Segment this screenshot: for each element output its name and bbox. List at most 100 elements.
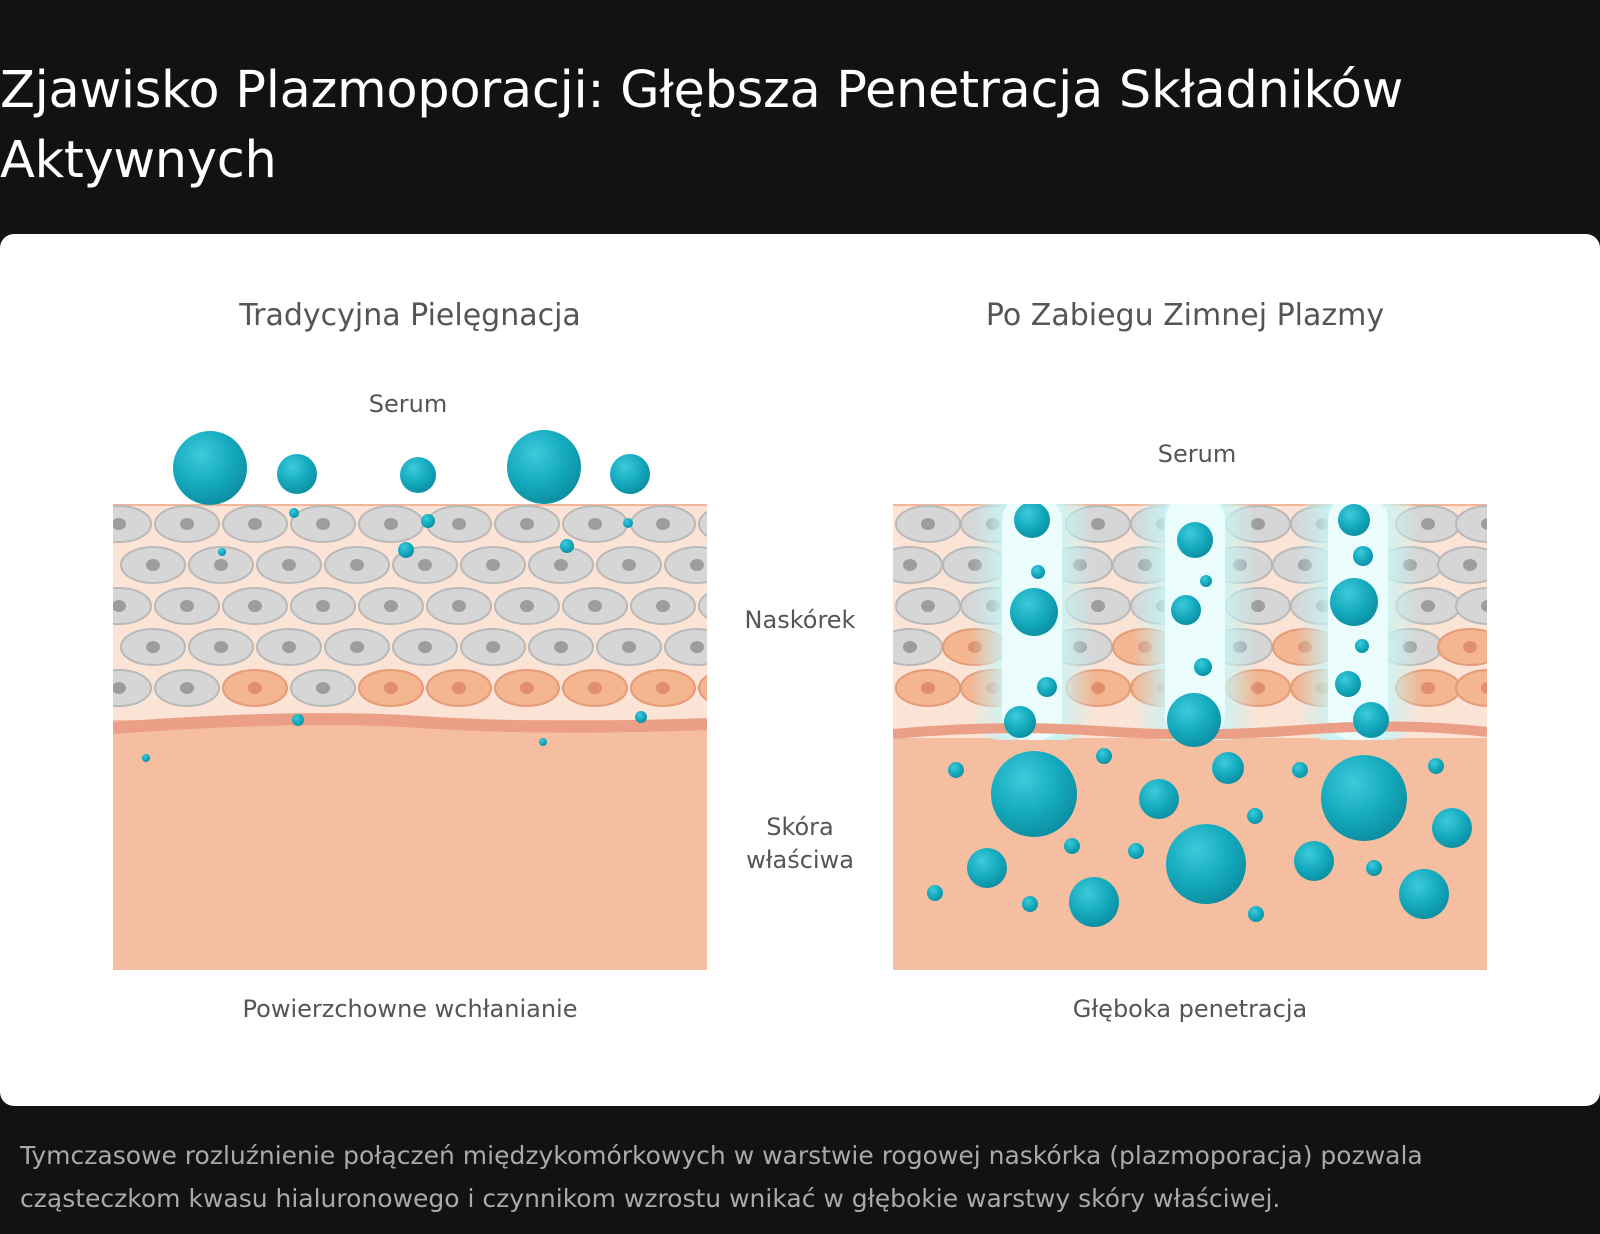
serum-droplet (1355, 639, 1369, 653)
epidermis-cell (733, 547, 797, 583)
epidermis-cell (562, 505, 628, 543)
serum-droplet (1321, 755, 1407, 841)
serum-droplet (1353, 702, 1389, 738)
left-skin-panel (113, 504, 797, 970)
epidermis-cell (733, 629, 797, 665)
serum-droplet (1171, 595, 1201, 625)
epidermis-cell (630, 587, 696, 625)
epidermis-cell (426, 587, 492, 625)
plasmoporation-diagram: Tradycyjna Pielęgnacja Po Zabiegu Zimnej… (113, 298, 1487, 1023)
right-serum-drops (927, 504, 1472, 927)
epidermis-cell (494, 505, 560, 543)
epidermis-cell (358, 669, 424, 707)
serum-droplet (1399, 869, 1449, 919)
serum-droplet (173, 431, 247, 505)
epidermis-cell (290, 505, 356, 543)
epidermis-cell (528, 546, 594, 584)
serum-droplet (1432, 808, 1472, 848)
serum-droplet (1004, 706, 1036, 738)
epidermis-cell (290, 669, 356, 707)
serum-droplet (1428, 758, 1444, 774)
epidermis-cell (392, 628, 458, 666)
serum-droplet (1139, 779, 1179, 819)
epidermis-label: Naskórek (745, 606, 856, 634)
serum-droplet (142, 754, 150, 762)
serum-droplet (1022, 896, 1038, 912)
left-heading: Tradycyjna Pielęgnacja (238, 298, 581, 333)
serum-droplet (948, 762, 964, 778)
dermis-label-line1: Skóra (766, 813, 834, 841)
page-title: Zjawisko Plazmoporacji: Głębsza Penetrac… (0, 61, 1404, 190)
serum-droplet (610, 454, 650, 494)
epidermis-cell (324, 628, 390, 666)
left-dermis (113, 718, 707, 970)
epidermis-cell (494, 669, 560, 707)
epidermis-cell (358, 505, 424, 543)
epidermis-cell (893, 546, 943, 584)
serum-droplet (967, 848, 1007, 888)
serum-droplet (1096, 748, 1112, 764)
epidermis-cell (1455, 505, 1487, 543)
diagram-card: Tradycyjna Pielęgnacja Po Zabiegu Zimnej… (0, 234, 1600, 1106)
serum-droplet (277, 454, 317, 494)
serum-droplet (1177, 522, 1213, 558)
epidermis-cell (256, 628, 322, 666)
serum-droplet (539, 738, 547, 746)
serum-droplet (1366, 860, 1382, 876)
epidermis-cell (324, 546, 390, 584)
epidermis-cell (120, 628, 186, 666)
left-basement-membrane (113, 713, 707, 734)
epidermis-cell (528, 628, 594, 666)
serum-droplet (1353, 546, 1373, 566)
epidermis-cell (358, 587, 424, 625)
serum-droplet (1335, 671, 1361, 697)
serum-droplet (1166, 824, 1246, 904)
left-serum-label: Serum (369, 390, 447, 418)
epidermis-cell (630, 505, 696, 543)
epidermis-cell (562, 587, 628, 625)
serum-droplet (398, 542, 414, 558)
right-heading: Po Zabiegu Zimnej Plazmy (986, 298, 1384, 333)
caption: Tymczasowe rozluźnienie połączeń międzyk… (20, 1141, 1423, 1213)
epidermis-cell (188, 546, 254, 584)
epidermis-cell (1455, 587, 1487, 625)
epidermis-cell (154, 669, 220, 707)
left-serum-drops (142, 430, 650, 762)
epidermis-cell (596, 628, 662, 666)
serum-droplet (635, 711, 647, 723)
epidermis-cell (1455, 669, 1487, 707)
serum-droplet (1248, 906, 1264, 922)
right-bottom-label: Głęboka penetracja (1073, 995, 1307, 1023)
epidermis-cell (426, 669, 492, 707)
serum-droplet (1330, 578, 1378, 626)
serum-droplet (1069, 877, 1119, 927)
serum-droplet (1294, 841, 1334, 881)
epidermis-cell (222, 669, 288, 707)
serum-droplet (623, 518, 633, 528)
dermis-label-line2: właściwa (746, 846, 854, 874)
serum-droplet (1128, 843, 1144, 859)
epidermis-cell (698, 674, 707, 702)
epidermis-cell (290, 587, 356, 625)
epidermis-cell (113, 669, 152, 707)
serum-droplet (292, 714, 304, 726)
epidermis-cell (154, 587, 220, 625)
serum-droplet (507, 430, 581, 504)
serum-droplet (1338, 504, 1370, 536)
epidermis-cell (222, 587, 288, 625)
serum-droplet (991, 751, 1077, 837)
epidermis-cell (494, 587, 560, 625)
epidermis-cell (154, 505, 220, 543)
epidermis-cell (188, 628, 254, 666)
serum-droplet (1292, 762, 1308, 778)
serum-droplet (1247, 808, 1263, 824)
serum-droplet (1037, 677, 1057, 697)
left-cells (113, 505, 797, 707)
serum-droplet (1031, 565, 1045, 579)
serum-droplet (289, 508, 299, 518)
epidermis-cell (664, 628, 707, 666)
epidermis-cell (893, 628, 943, 666)
epidermis-cell (562, 669, 628, 707)
epidermis-cell (256, 546, 322, 584)
epidermis-cell (1437, 628, 1487, 666)
